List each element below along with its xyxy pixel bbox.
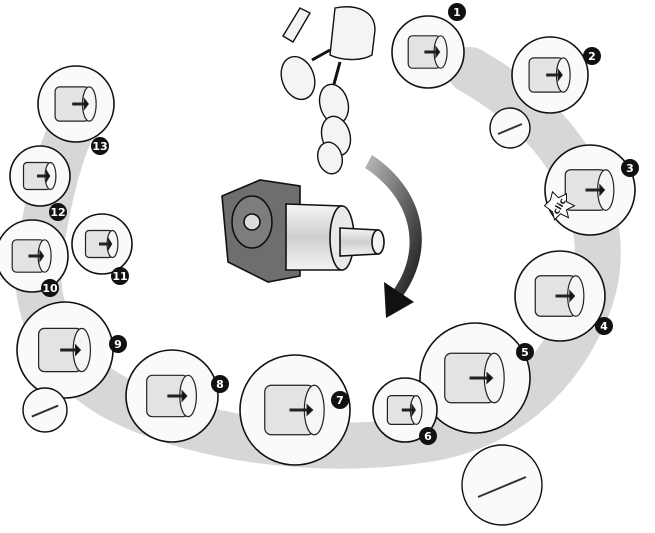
assembled-unit-icon <box>222 180 384 282</box>
step-part-icon <box>147 375 197 416</box>
step-number: 1 <box>453 6 461 19</box>
step-number: 4 <box>600 320 608 333</box>
step-number: 11 <box>112 270 127 283</box>
step-number-badge: 4 <box>595 317 613 335</box>
step-number: 3 <box>626 162 634 175</box>
step-number: 6 <box>424 430 432 443</box>
step-number-badge: 2 <box>583 47 601 65</box>
step-number: 13 <box>92 140 107 153</box>
step-part-icon <box>265 385 324 435</box>
step-number-badge: 7 <box>331 391 349 409</box>
step-part-icon <box>445 353 504 403</box>
step-part-icon <box>387 396 422 425</box>
step-2: 2 <box>512 37 601 113</box>
step-11: 11 <box>72 214 132 285</box>
step-number: 10 <box>42 282 58 295</box>
step-part-icon <box>408 36 447 68</box>
step-part-icon <box>39 328 91 371</box>
step-part-icon <box>565 170 614 211</box>
step-number-badge: 6 <box>419 427 437 445</box>
step-number-badge: 11 <box>111 267 129 285</box>
exploded-parts <box>275 7 375 177</box>
step-number-badge: 1 <box>448 3 466 21</box>
step-1: 1 <box>392 3 466 88</box>
step-7: 7 <box>240 355 350 465</box>
step-number-badge: 9 <box>109 335 127 353</box>
step-number: 12 <box>50 206 65 219</box>
detail-zoom-bubble <box>23 388 67 432</box>
step-10: 10 <box>0 220 68 297</box>
step-number-badge: 3 <box>621 159 639 177</box>
step-number: 5 <box>521 346 529 359</box>
step-part-icon <box>55 87 96 121</box>
step-number: 2 <box>588 50 596 63</box>
step-number: 8 <box>216 378 224 391</box>
step-number-badge: 8 <box>211 375 229 393</box>
step-part-icon <box>535 276 584 317</box>
step-number: 9 <box>114 338 122 351</box>
step-part-icon <box>529 58 570 92</box>
step-number-badge: 12 <box>49 203 67 221</box>
step-number-badge: 10 <box>41 279 59 297</box>
step-number: 7 <box>336 394 344 407</box>
detail-zoom-bubble <box>462 445 542 525</box>
step-part-icon <box>24 163 56 190</box>
step-number-badge: 13 <box>91 137 109 155</box>
step-part-icon <box>12 240 51 272</box>
detail-zoom-bubble <box>490 108 530 148</box>
step-number-badge: 5 <box>516 343 534 361</box>
step-part-icon <box>86 231 118 258</box>
